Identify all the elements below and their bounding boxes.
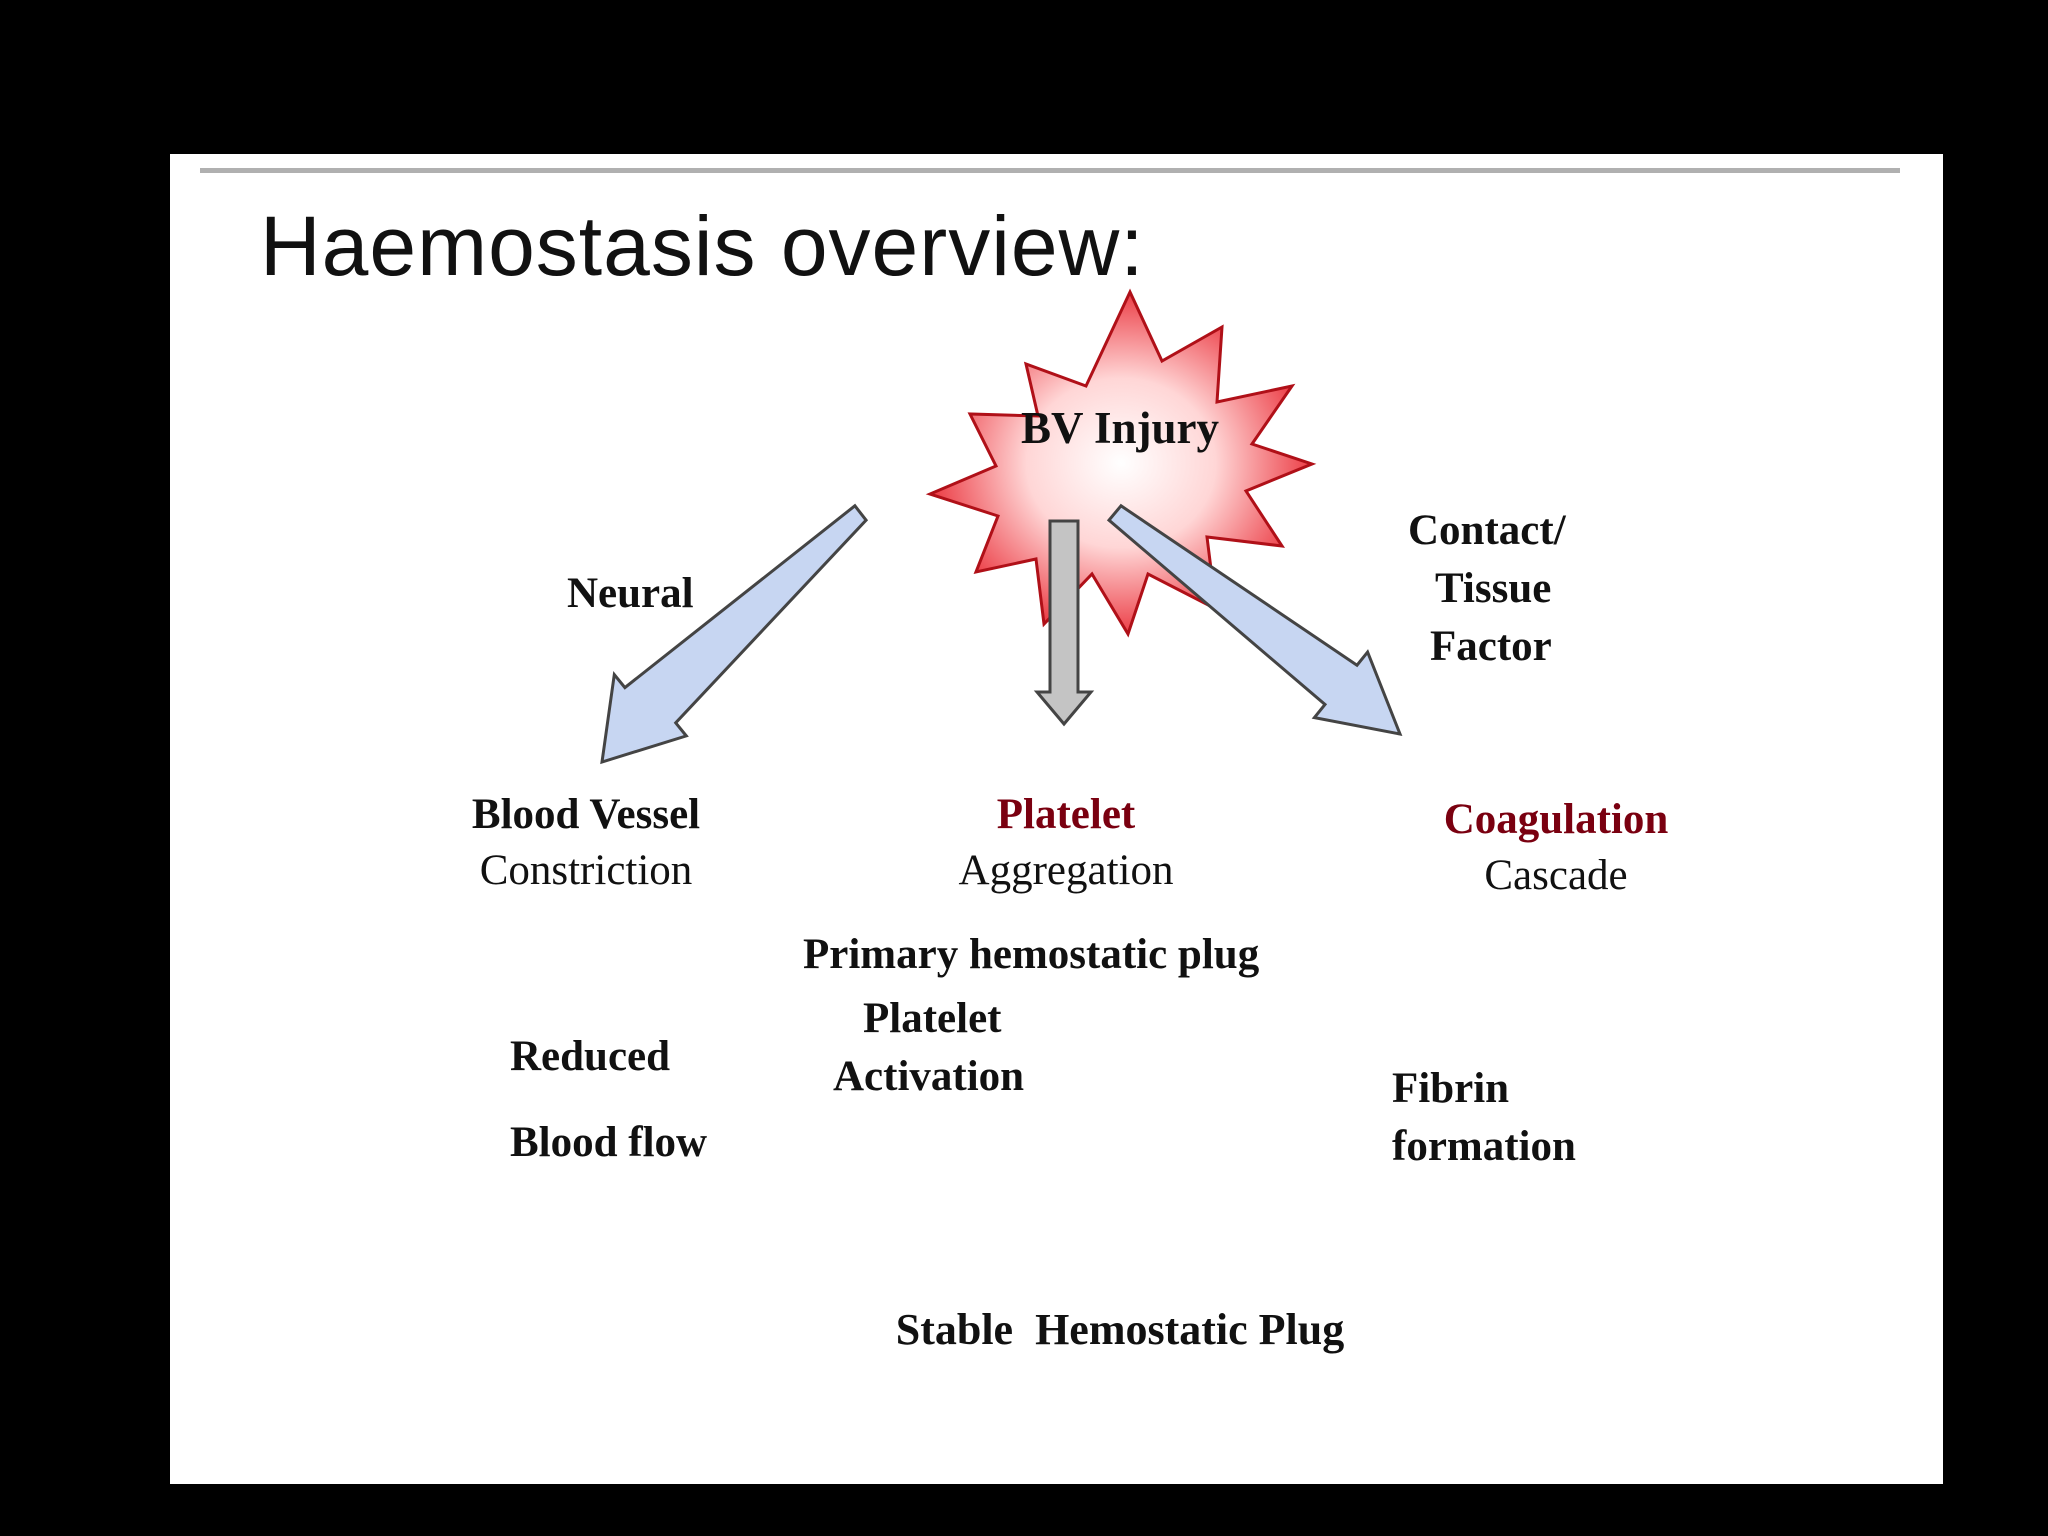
reduced-label: Reduced — [510, 1033, 671, 1080]
activation-label-line1: Platelet — [863, 995, 1002, 1042]
platelet-box: Platelet Aggregation — [937, 768, 1195, 918]
blood-flow-label: Blood flow — [510, 1119, 708, 1166]
injury-label: BV Injury — [1021, 403, 1219, 453]
coagulation-box-title: Coagulation — [1443, 795, 1669, 843]
contact-label-line2: Tissue — [1435, 565, 1552, 612]
title-rule — [200, 168, 1900, 173]
contact-label-line3: Factor — [1430, 623, 1552, 670]
primary-plug-label: Primary hemostatic plug — [803, 931, 1260, 978]
coagulation-box: Coagulation Cascade — [1403, 756, 1709, 939]
injury-down-arrow — [1033, 519, 1095, 727]
vessel-box-title: Blood Vessel — [471, 791, 701, 838]
platelet-box-subtitle: Aggregation — [958, 847, 1174, 894]
activation-label-line2: Activation — [833, 1053, 1025, 1100]
plug-label: Stable Hemostatic Plug — [895, 1305, 1345, 1354]
neural-arrow — [600, 503, 869, 765]
slide-title: Haemostasis overview: — [260, 199, 1145, 293]
fibrin-label-line2: formation — [1392, 1123, 1576, 1170]
diagram-canvas — [600, 288, 1403, 765]
fibrin-label-line1: Fibrin — [1392, 1065, 1510, 1112]
platelet-box-title: Platelet — [996, 791, 1136, 838]
vessel-box: Blood Vessel Constriction — [426, 768, 746, 918]
injury-starburst — [925, 288, 1317, 638]
contact-arrow — [1106, 503, 1403, 736]
coagulation-box-subtitle: Cascade — [1484, 851, 1628, 899]
contact-label-line1: Contact/ — [1408, 507, 1566, 554]
vessel-box-subtitle: Constriction — [479, 847, 693, 894]
slide: Haemostasis overview: — [170, 154, 1943, 1484]
neural-label: Neural — [567, 570, 694, 617]
